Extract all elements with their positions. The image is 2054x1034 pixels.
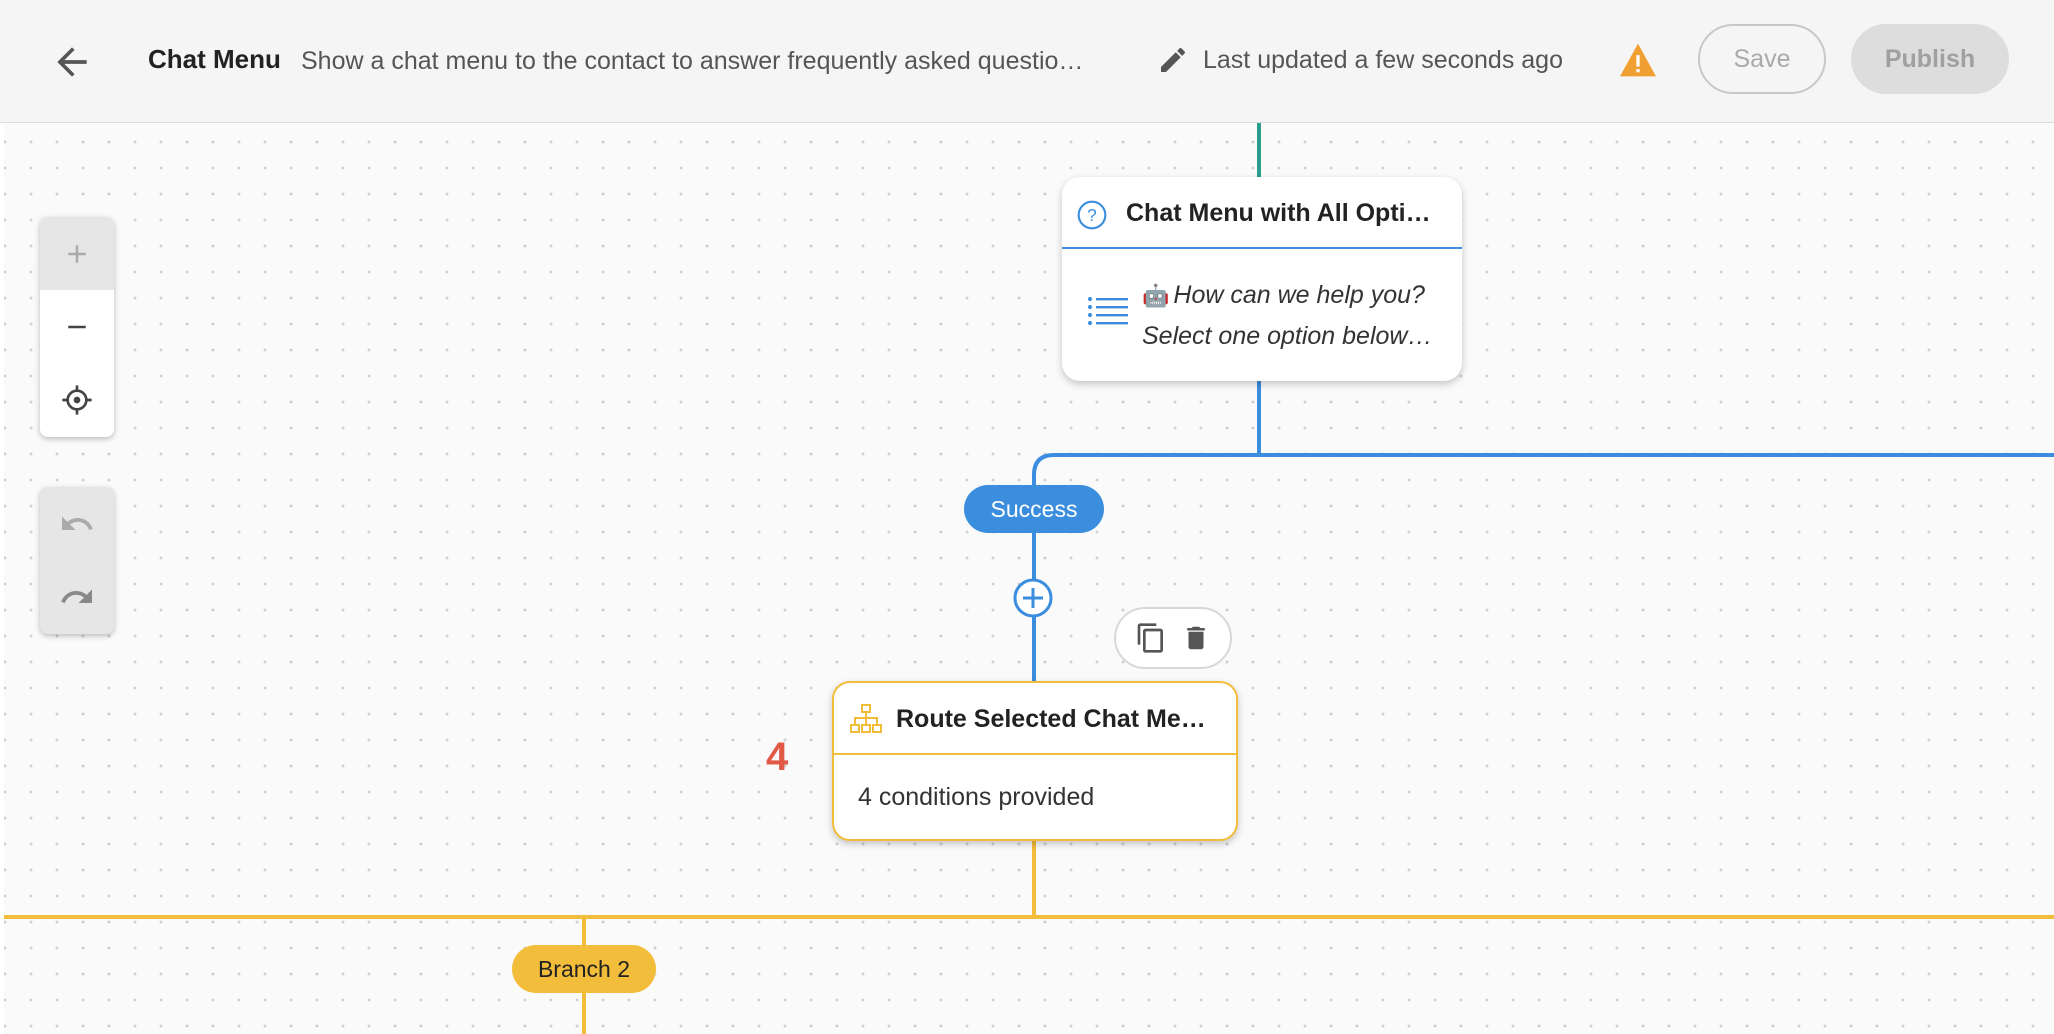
- plus-circle-icon[interactable]: [1012, 577, 1054, 619]
- zoom-in-button[interactable]: [40, 217, 114, 290]
- flow-title: Chat Menu: [148, 44, 281, 74]
- minus-icon: [68, 325, 86, 328]
- zoom-out-button[interactable]: [40, 290, 114, 363]
- trash-icon: [1187, 626, 1205, 650]
- success-edge-label: Success: [964, 485, 1104, 533]
- hierarchy-icon: [850, 704, 882, 733]
- edge-success-branch: [1032, 453, 2054, 681]
- delete-button[interactable]: [1181, 623, 1211, 653]
- zoom-controls: [40, 217, 114, 437]
- question-circle-icon: ?: [1077, 200, 1107, 230]
- list-icon: [1088, 297, 1128, 325]
- warning-triangle-icon[interactable]: [1618, 42, 1658, 78]
- recenter-button[interactable]: [40, 363, 114, 436]
- route-node-summary: 4 conditions provided: [858, 783, 1095, 811]
- publish-button[interactable]: Publish: [1851, 24, 2009, 94]
- flow-description: Show a chat menu to the contact to answe…: [301, 47, 1084, 75]
- redo-button[interactable]: [40, 560, 114, 633]
- top-bar: Chat Menu Show a chat menu to the contac…: [0, 0, 2054, 123]
- crosshair-icon: [62, 384, 92, 415]
- chat-menu-line-1: How can we help you?: [1173, 281, 1425, 309]
- node-header: ? Chat Menu with All Opti…: [1062, 177, 1462, 249]
- branch-2-label: Branch 2: [512, 945, 656, 993]
- pencil-icon[interactable]: [1157, 44, 1189, 76]
- arrow-left-icon: [57, 47, 87, 77]
- flow-canvas[interactable]: ? Chat Menu with All Opti… 🤖How can we h…: [4, 123, 2054, 1034]
- route-node[interactable]: Route Selected Chat Me… 4 conditions pro…: [832, 681, 1238, 841]
- svg-text:?: ?: [1087, 205, 1097, 225]
- copy-icon: [1137, 623, 1163, 653]
- chat-menu-node[interactable]: ? Chat Menu with All Opti… 🤖How can we h…: [1062, 177, 1462, 381]
- redo-icon: [61, 589, 92, 603]
- chat-menu-line-2: Select one option below…: [1142, 322, 1433, 350]
- node-header: Route Selected Chat Me…: [834, 683, 1236, 755]
- history-controls: [40, 487, 114, 634]
- copy-button[interactable]: [1135, 622, 1167, 654]
- plus-icon: [68, 244, 86, 263]
- step-number: 4: [766, 735, 789, 779]
- save-button[interactable]: Save: [1698, 24, 1826, 94]
- chat-menu-node-title: Chat Menu with All Opti…: [1126, 199, 1431, 227]
- chat-menu-message: 🤖How can we help you? Select one option …: [1142, 275, 1432, 356]
- undo-icon: [62, 516, 93, 530]
- back-button[interactable]: [50, 40, 94, 84]
- undo-button[interactable]: [40, 487, 114, 560]
- robot-emoji: 🤖: [1142, 283, 1170, 308]
- node-actions: [1114, 607, 1232, 669]
- route-node-title: Route Selected Chat Me…: [896, 705, 1206, 733]
- last-updated-text: Last updated a few seconds ago: [1203, 46, 1563, 74]
